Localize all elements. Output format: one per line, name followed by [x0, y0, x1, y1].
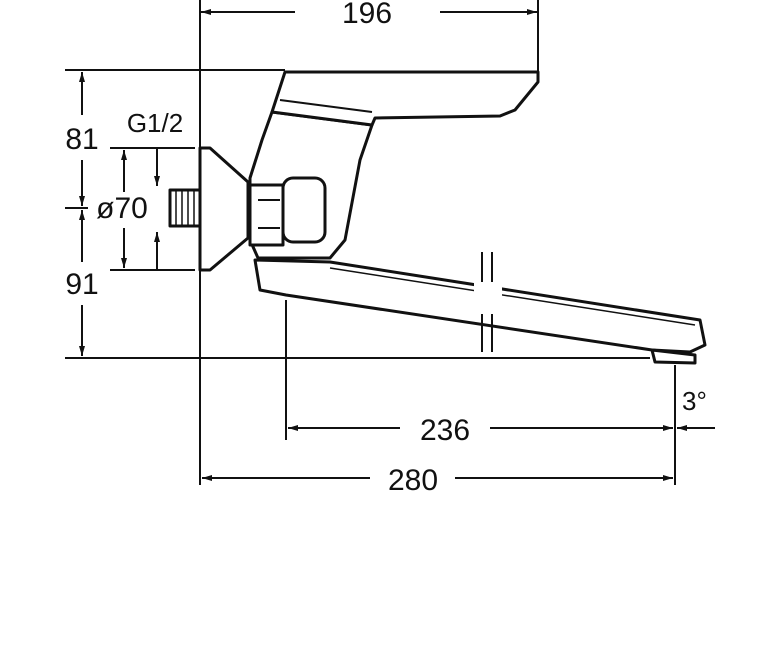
nut-cap: [281, 176, 327, 244]
aerator: [650, 348, 697, 365]
dim-label-thread: G1/2: [127, 108, 183, 138]
dim-label-236: 236: [420, 414, 470, 447]
hex-nut: [248, 183, 285, 247]
wall-rosette: [198, 146, 250, 272]
dimension-labels: 196 81 G1/2 ø70 91 236 3° 280: [65, 0, 707, 497]
break-marks: [474, 252, 502, 352]
lever-handle: [270, 70, 540, 127]
thread-connector: [168, 188, 202, 228]
dim-label-angle: 3°: [682, 386, 707, 416]
dim-label-91: 91: [65, 268, 98, 301]
dim-label-81: 81: [65, 123, 98, 156]
dimension-lines: [79, 9, 715, 481]
faucet: [168, 70, 707, 365]
dim-label-196: 196: [342, 0, 392, 30]
dim-label-diameter: ø70: [96, 192, 148, 225]
dim-label-280: 280: [388, 464, 438, 497]
